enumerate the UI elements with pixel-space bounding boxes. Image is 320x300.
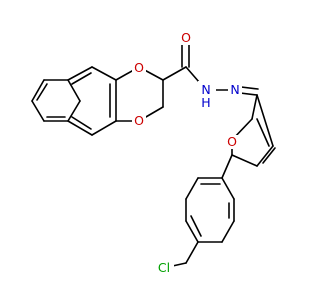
chlorophenyl-ring (167, 177, 235, 268)
atom-labels: O O O N H N O Cl (134, 30, 240, 275)
atom-label-backgrounds (132, 31, 242, 275)
furan-ring (231, 94, 276, 167)
aryl-linker (221, 154, 233, 179)
amide-nitrogen-label: N (201, 82, 210, 97)
ring-oxygen-top-label: O (134, 60, 144, 75)
amide-hydrogen-label: H (201, 95, 210, 110)
ring-oxygen-bottom-label: O (134, 113, 144, 128)
carbonyl-oxygen-label: O (181, 30, 191, 45)
naphthalene-right-ring (67, 66, 117, 136)
naphthalene-left-ring (31, 79, 81, 122)
chlorine-label: Cl (158, 260, 170, 275)
imine-nitrogen-label: N (230, 82, 239, 97)
molecule-structure: O O O N H N O Cl (31, 30, 276, 275)
furan-oxygen-label: O (227, 134, 237, 149)
